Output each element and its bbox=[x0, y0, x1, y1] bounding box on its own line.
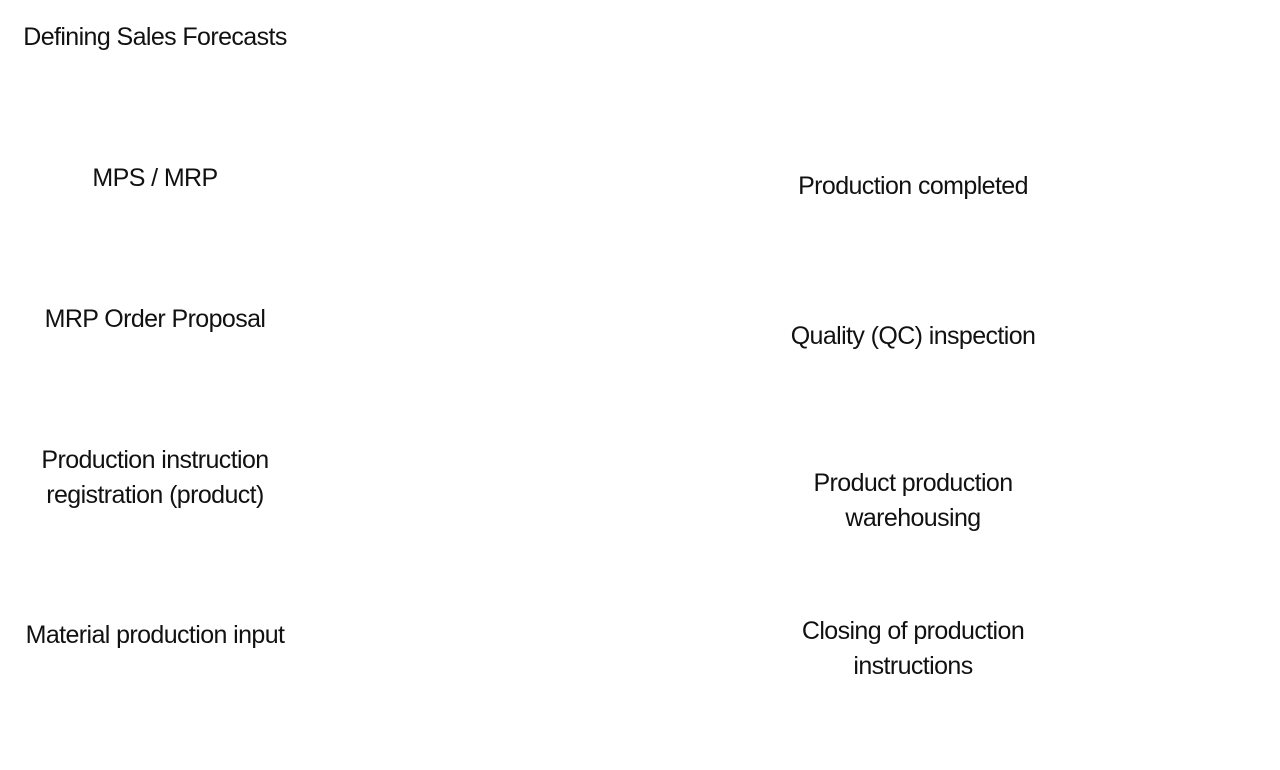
step-mrp-order-proposal: MRP Order Proposal bbox=[44, 305, 266, 333]
step-closing-production-instructions: Closing of production instructions bbox=[801, 617, 1025, 680]
step-production-instruction-registration: Production instruction registration (pro… bbox=[41, 446, 269, 509]
step-production-completed: Production completed bbox=[798, 172, 1028, 200]
step-defining-sales-forecasts: Defining Sales Forecasts bbox=[23, 23, 287, 51]
step-quality-inspection: Quality (QC) inspection bbox=[790, 322, 1036, 350]
step-material-production-input: Material production input bbox=[25, 621, 285, 649]
step-mps-mrp: MPS / MRP bbox=[92, 164, 218, 192]
step-product-production-warehousing: Product production warehousing bbox=[813, 469, 1013, 532]
